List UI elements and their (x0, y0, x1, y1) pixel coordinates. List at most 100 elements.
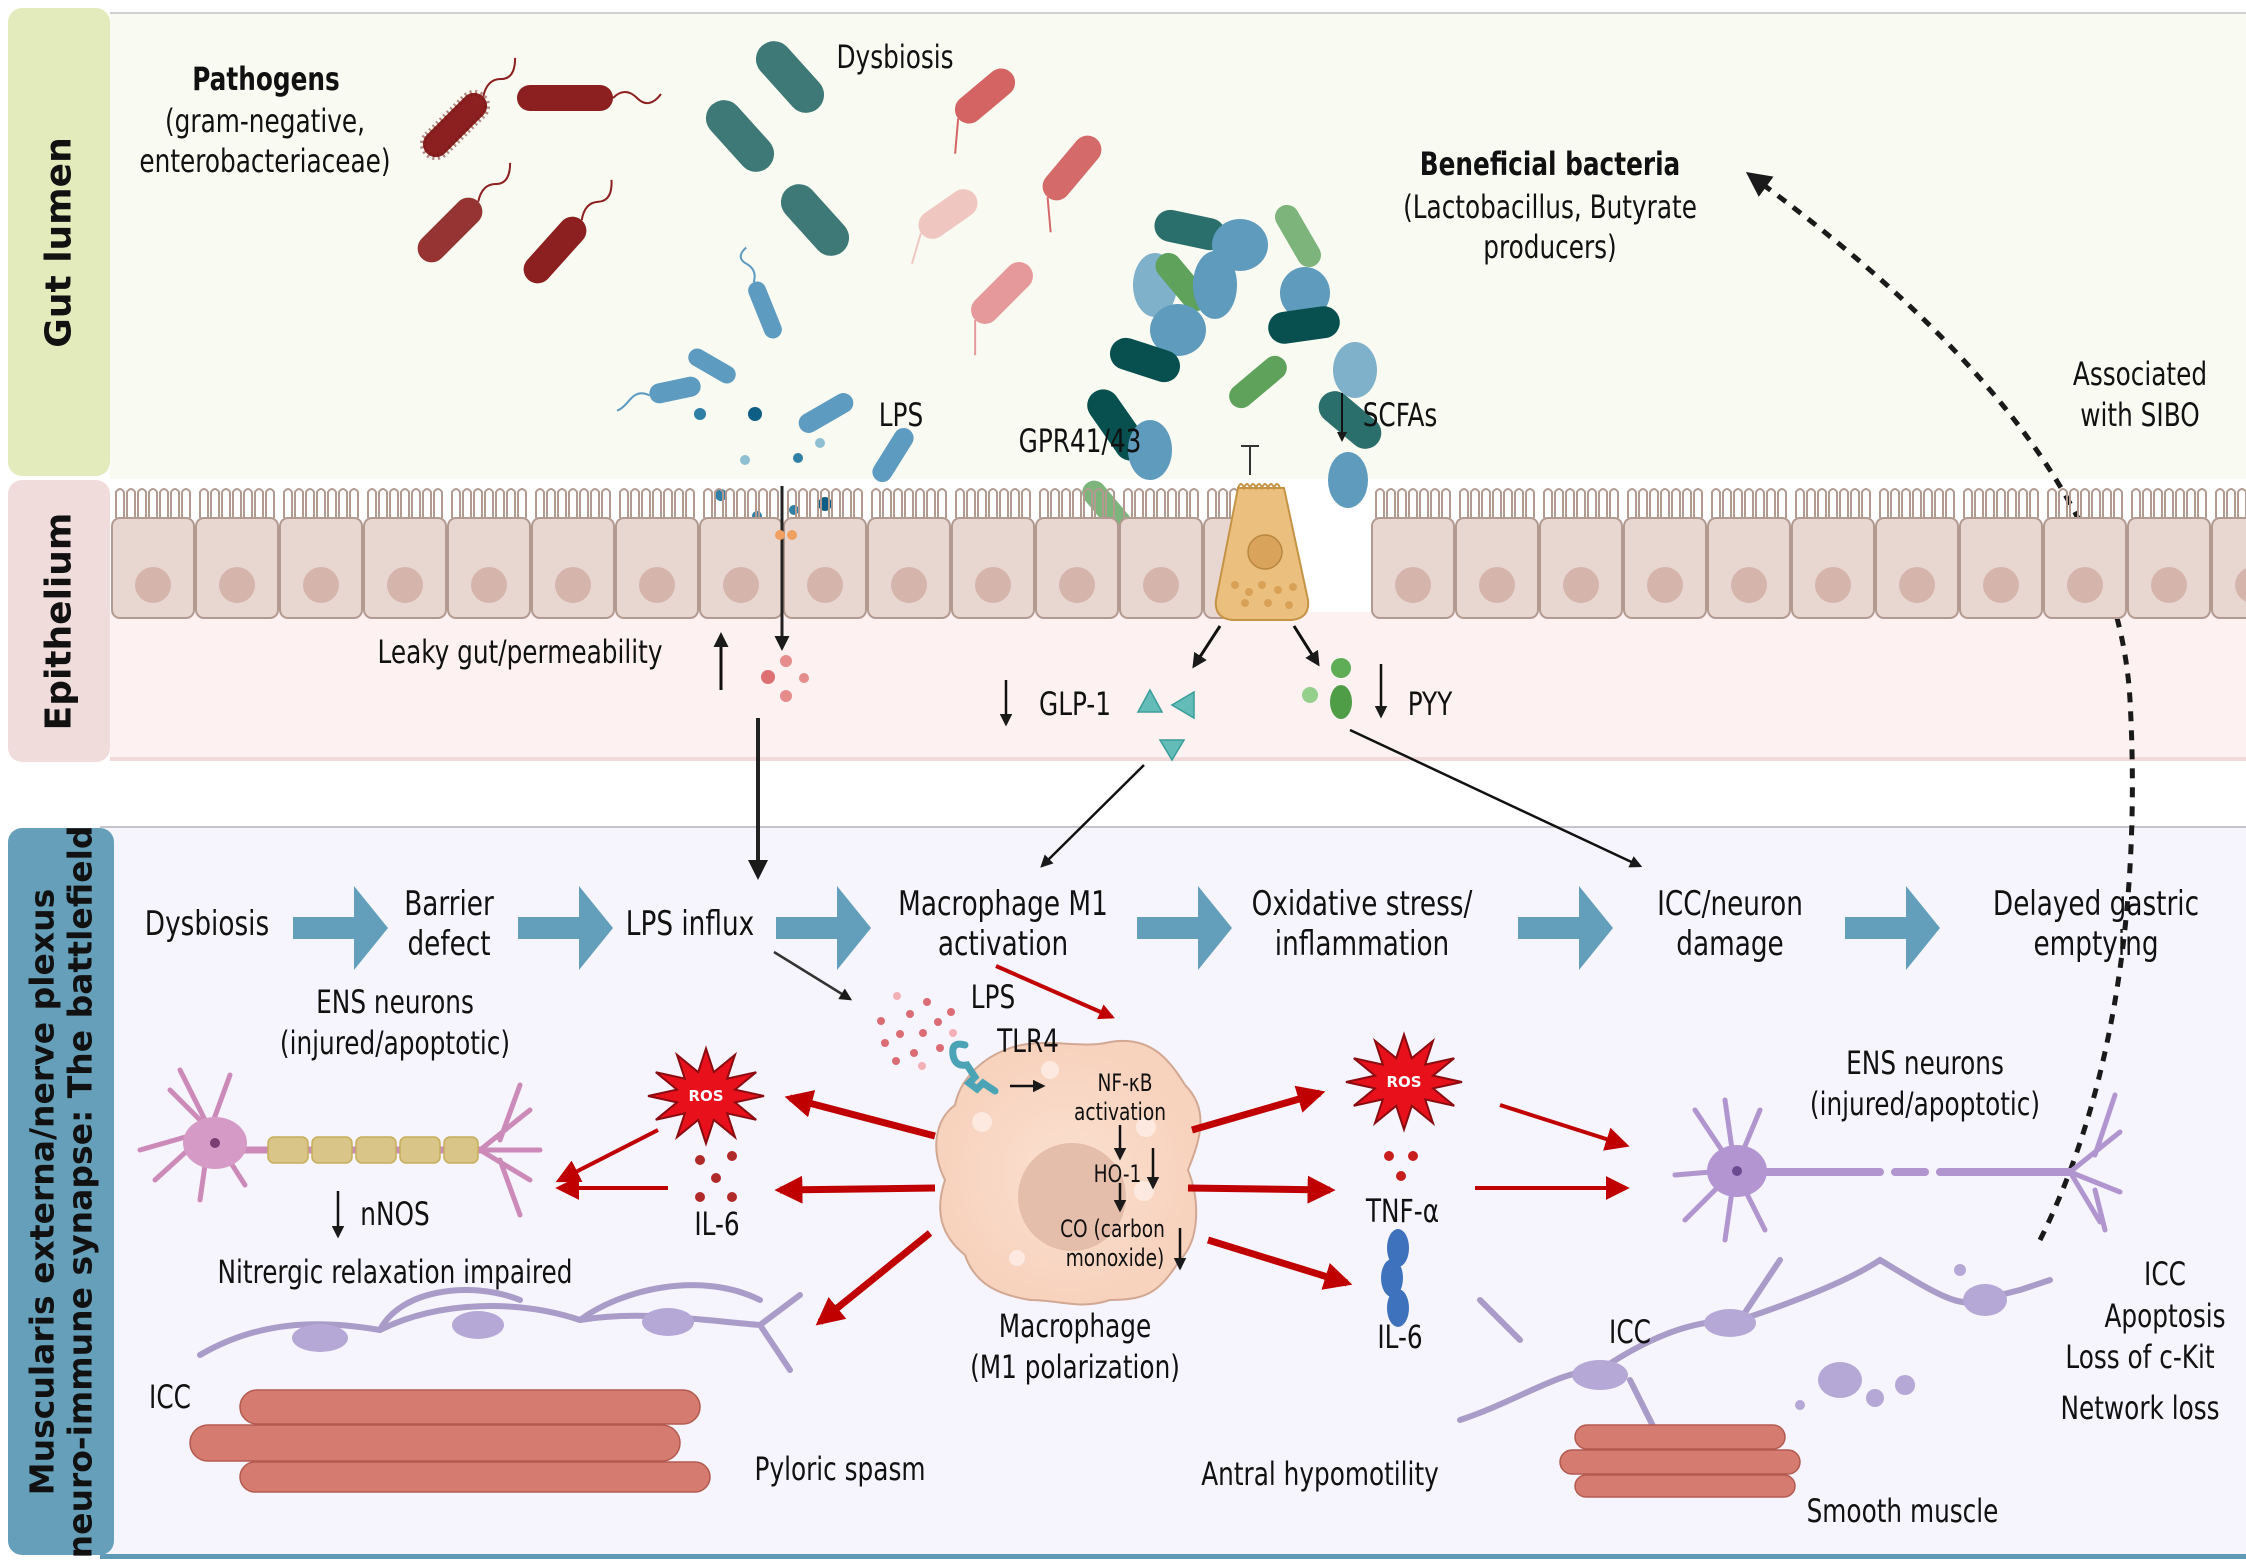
flow-step-6-line2: damage (1676, 924, 1784, 964)
il6-left-label: IL-6 (694, 1205, 740, 1243)
epithelial-cell (1455, 488, 1539, 619)
epithelial-cell (867, 488, 951, 619)
pyy-particles (1302, 658, 1352, 719)
epithelial-cell (1119, 488, 1203, 619)
epithelial-cell (1371, 488, 1455, 619)
gpr-label: GPR41/43 (1018, 422, 1142, 460)
glp1-to-macrophage-arrow (1040, 764, 1145, 868)
tnf-dots (1384, 1151, 1418, 1181)
epithelial-cell (363, 488, 447, 619)
ros-star-icon: ROS (647, 1045, 765, 1147)
epithelial-cell (1623, 488, 1707, 619)
tlr4-label: TLR4 (997, 1022, 1059, 1060)
ros-label: ROS (1386, 1073, 1421, 1091)
leaky-gut-label: Leaky gut/permeability (377, 633, 663, 671)
epithelial-cell (1959, 488, 2043, 619)
epithelial-cells (111, 488, 2246, 619)
dysbiosis-bacteria (616, 41, 1102, 482)
flow-step-4-line2: activation (937, 924, 1069, 964)
gut-lumen-label: Gut lumen (8, 8, 110, 476)
ens-left-label-2: (injured/apoptotic) (279, 1024, 511, 1062)
flow-step-4-line1: Macrophage M1 (898, 884, 1108, 924)
icc-apoptosis-label-1: ICC (2144, 1255, 2186, 1293)
epithelial-cell (615, 488, 699, 619)
epithelial-cell (2211, 488, 2246, 619)
flow-step-5-line2: inflammation (1274, 924, 1450, 964)
icc-apoptosis-label-2: Apoptosis (2104, 1297, 2226, 1335)
nfkb-label-1: NF-κB (1097, 1069, 1153, 1097)
lps-influx-to-tlr4-arrow (773, 950, 853, 1001)
gut-lumen-band (110, 12, 2246, 479)
lps-particles-epithelium (761, 655, 809, 702)
pathogen-bacteria (417, 57, 662, 284)
ros-star-icon: ROS (1345, 1031, 1463, 1133)
pathogens-title: Pathogens (192, 60, 340, 98)
macrophage-output-arrows (774, 1085, 1353, 1326)
epithelial-cell (1539, 488, 1623, 619)
epithelial-cell (1035, 488, 1119, 619)
dysbiosis-lumen-label: Dysbiosis (836, 38, 954, 76)
epithelial-cell (531, 488, 615, 619)
smooth-muscle-left (189, 1389, 711, 1493)
nnos-label: nNOS (360, 1195, 430, 1233)
beneficial-subtitle-2: producers) (1483, 228, 1617, 266)
flow-arrow-1 (293, 886, 388, 970)
epithelium-label: Epithelium (8, 480, 110, 762)
macrophage-label-2: (M1 polarization) (970, 1348, 1180, 1386)
pyy-to-icc-arrow (1349, 728, 1643, 868)
flow-step-2-line1: Barrier (404, 884, 494, 924)
lps-particles-battlefield (877, 992, 957, 1070)
flow-step-7-line2: emptying (2033, 924, 2159, 964)
neuron-target-arrows (555, 1103, 1630, 1200)
glp1-label: GLP-1 (1039, 685, 1111, 723)
muscularis-label: Muscularis externa/nerve plexus neuro-im… (8, 825, 114, 1558)
flow-arrow-6 (1845, 886, 1940, 970)
tlr4-receptor-icon (949, 1040, 1046, 1095)
flow-step-3-line1: LPS influx (625, 904, 755, 944)
flow-arrow-4 (1137, 886, 1232, 970)
beneficial-bacteria-cluster (1082, 204, 1382, 587)
ho1-label: HO-1 (1093, 1160, 1142, 1188)
glp1-particles (1136, 688, 1195, 762)
flow-step-5-line1: Oxidative stress/ (1251, 884, 1473, 924)
flow-arrow-2 (518, 886, 613, 970)
ens-right-label-1: ENS neurons (1846, 1044, 2004, 1082)
scfas-label: SCFAs (1362, 396, 1438, 434)
myelin-sheath (267, 1136, 479, 1164)
ros-label: ROS (688, 1087, 723, 1105)
epithelium-band (110, 612, 2246, 761)
epithelial-cell (447, 488, 531, 619)
flow-arrows (293, 886, 1940, 970)
il6-dots-left (695, 1151, 737, 1202)
epithelial-cell (2043, 488, 2127, 619)
epithelial-cell (279, 488, 363, 619)
glp1-release-arrow (1192, 625, 1222, 669)
epithelial-cell (2127, 488, 2211, 619)
lps-battlefield-label: LPS (970, 978, 1016, 1016)
co-label-1: CO (carbon (1060, 1215, 1165, 1243)
pathogens-subtitle-2: enterobacteriaceae) (139, 142, 391, 180)
nfkb-label-2: activation (1074, 1098, 1166, 1126)
icc-right-label: ICC (1609, 1313, 1651, 1351)
epithelial-cell (783, 488, 867, 619)
epithelial-cell (1791, 488, 1875, 619)
sibo-label-1: Associated (2072, 355, 2208, 393)
sibo-label-2: with SIBO (2080, 396, 2200, 434)
smooth-muscle-label: Smooth muscle (1806, 1492, 1999, 1530)
epithelial-cell (951, 488, 1035, 619)
icc-network-right (1457, 1256, 2053, 1443)
antral-label: Antral hypomotility (1201, 1455, 1439, 1493)
epithelial-cell (699, 488, 783, 619)
flow-arrow-3 (776, 886, 871, 970)
epithelial-cell (1707, 488, 1791, 619)
smooth-muscle-right (1559, 1424, 1801, 1498)
pyy-release-arrow (1292, 625, 1320, 667)
lps-lumen-label: LPS (878, 396, 924, 434)
ens-right-label-2: (injured/apoptotic) (1809, 1085, 2041, 1123)
sibo-dashed-arrow (1745, 172, 2135, 1242)
flow-arrow-5 (1518, 886, 1613, 970)
macrophage-activation-red-arrow (995, 964, 1115, 1020)
beneficial-title: Beneficial bacteria (1419, 145, 1681, 183)
